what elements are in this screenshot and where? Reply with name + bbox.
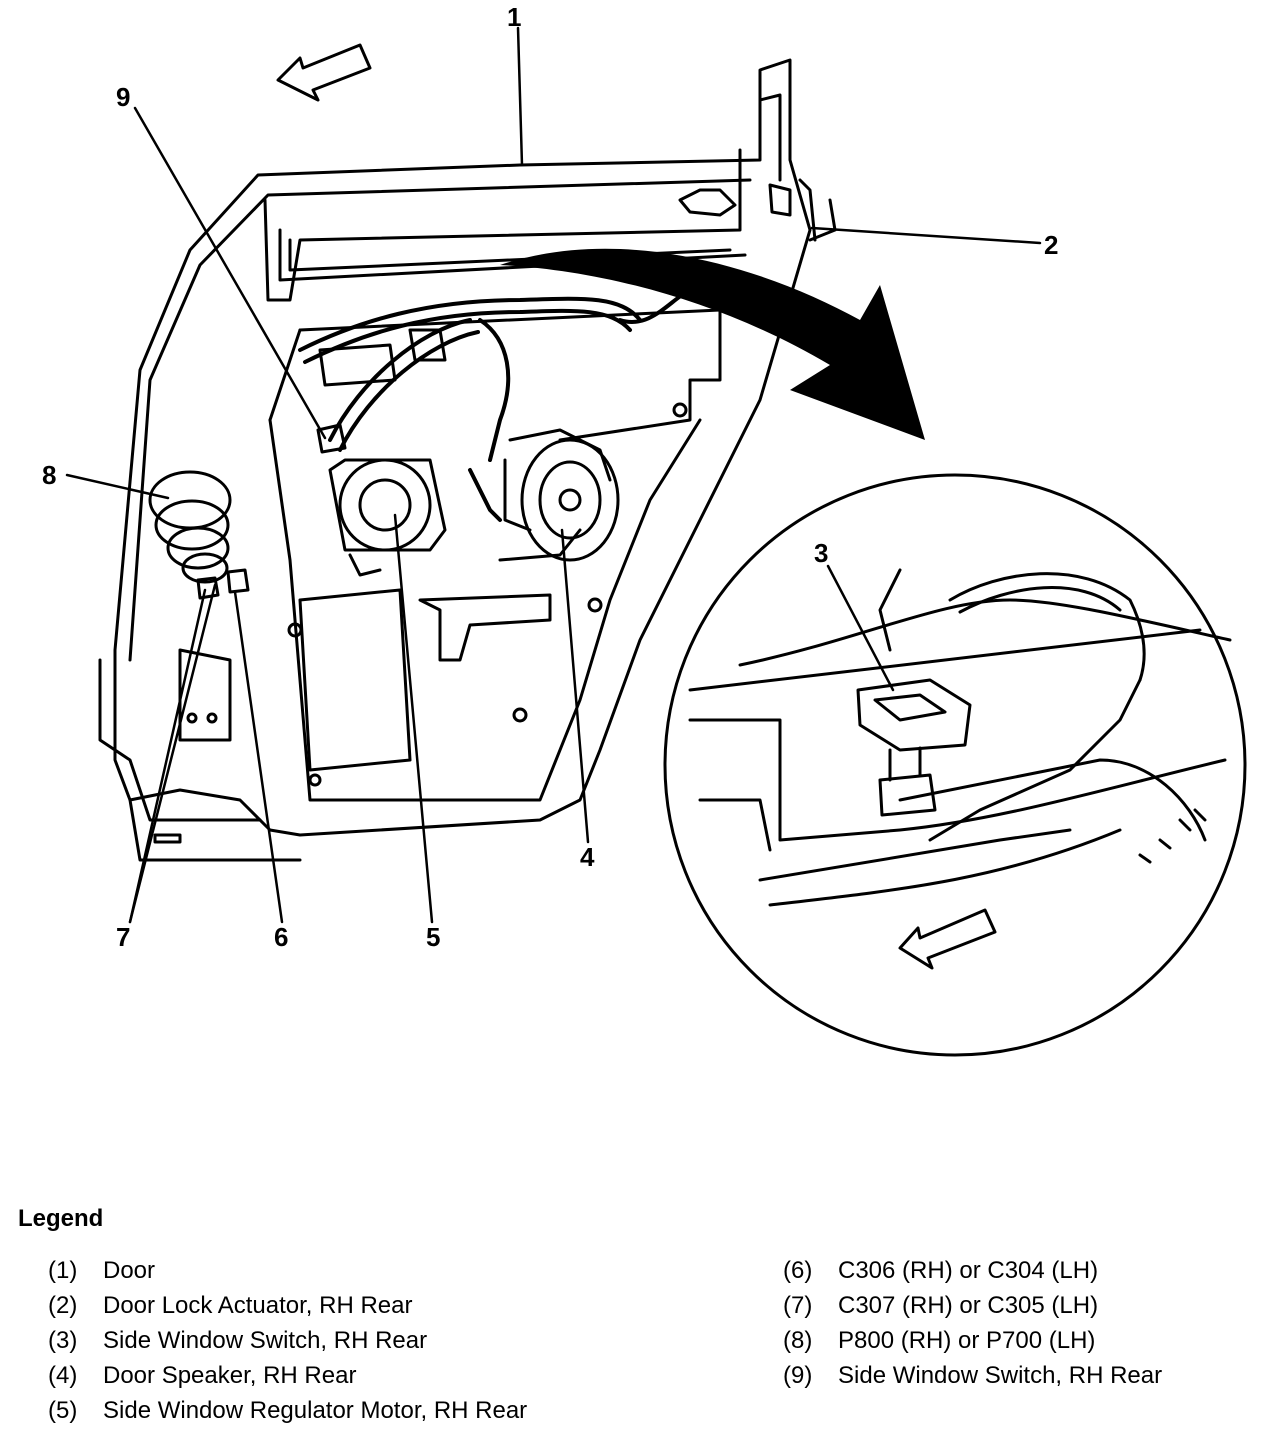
side-window-switch (856, 678, 972, 817)
legend-item: (6) C306 (RH) or C304 (LH) (783, 1253, 1162, 1288)
legend-item: (5) Side Window Regulator Motor, RH Rear (48, 1393, 527, 1428)
harness-boot (148, 470, 232, 584)
wiring-harness (298, 288, 692, 522)
legend-item-number: (2) (48, 1292, 78, 1319)
legend-item-number: (9) (783, 1362, 813, 1389)
door-wiring-diagram: 1 2 3 4 5 6 7 8 9 (42, 2, 1247, 1057)
legend-item-number: (5) (48, 1397, 78, 1424)
legend-item-text: Side Window Regulator Motor, RH Rear (103, 1397, 528, 1424)
callout-9: 9 (116, 82, 130, 112)
legend-item: (8) P800 (RH) or P700 (LH) (783, 1323, 1162, 1358)
legend-item-text: Door Lock Actuator, RH Rear (103, 1292, 413, 1319)
callout-7: 7 (116, 922, 130, 952)
callout-4: 4 (580, 842, 595, 872)
detail-direction-arrow (898, 908, 997, 970)
legend-item-text: Door Speaker, RH Rear (103, 1362, 357, 1389)
door-speaker (503, 428, 620, 562)
legend-item: (2) Door Lock Actuator, RH Rear (48, 1288, 527, 1323)
legend-item: (3) Side Window Switch, RH Rear (48, 1323, 527, 1358)
legend-item-number: (7) (783, 1292, 813, 1319)
door-outline (98, 58, 837, 862)
legend-title: Legend (18, 1205, 104, 1232)
legend-item-text: Side Window Switch, RH Rear (838, 1362, 1163, 1389)
window-regulator-motor (328, 458, 447, 577)
legend-item-text: Side Window Switch, RH Rear (103, 1327, 428, 1354)
legend-item: (4) Door Speaker, RH Rear (48, 1358, 527, 1393)
door-lock-actuator (678, 183, 792, 217)
legend-item: (7) C307 (RH) or C305 (LH) (783, 1288, 1162, 1323)
callout-1: 1 (507, 2, 521, 32)
legend-item-text: P800 (RH) or P700 (LH) (838, 1327, 1096, 1354)
legend-item: (9) Side Window Switch, RH Rear (783, 1358, 1162, 1393)
direction-arrow (276, 43, 372, 102)
callout-8: 8 (42, 460, 56, 490)
legend-item-text: C307 (RH) or C305 (LH) (838, 1292, 1099, 1319)
legend-item-text: Door (103, 1257, 156, 1284)
leader-lines (65, 26, 1042, 924)
callout-labels: 1 2 3 4 5 6 7 8 9 (42, 2, 1058, 952)
legend-column-right: (6) C306 (RH) or C304 (LH) (7) C307 (RH) o… (783, 1253, 1162, 1393)
detail-circle (663, 473, 1247, 1057)
callout-5: 5 (426, 922, 440, 952)
legend-item-number: (3) (48, 1327, 78, 1354)
legend-item-number: (8) (783, 1327, 813, 1354)
legend-item-number: (1) (48, 1257, 78, 1284)
callout-3: 3 (814, 538, 828, 568)
legend-item-number: (6) (783, 1257, 813, 1284)
connectors-c306-c307 (196, 568, 250, 600)
legend-item-text: C306 (RH) or C304 (LH) (838, 1257, 1099, 1284)
callout-2: 2 (1044, 230, 1058, 260)
legend-column-left: (1) Door (2) Door Lock Actuator, RH Rear (… (48, 1253, 527, 1428)
side-window-switch-connector (316, 423, 347, 454)
legend-item-number: (4) (48, 1362, 78, 1389)
legend-item: (1) Door (48, 1253, 527, 1288)
curved-arrow (500, 248, 925, 440)
callout-6: 6 (274, 922, 288, 952)
